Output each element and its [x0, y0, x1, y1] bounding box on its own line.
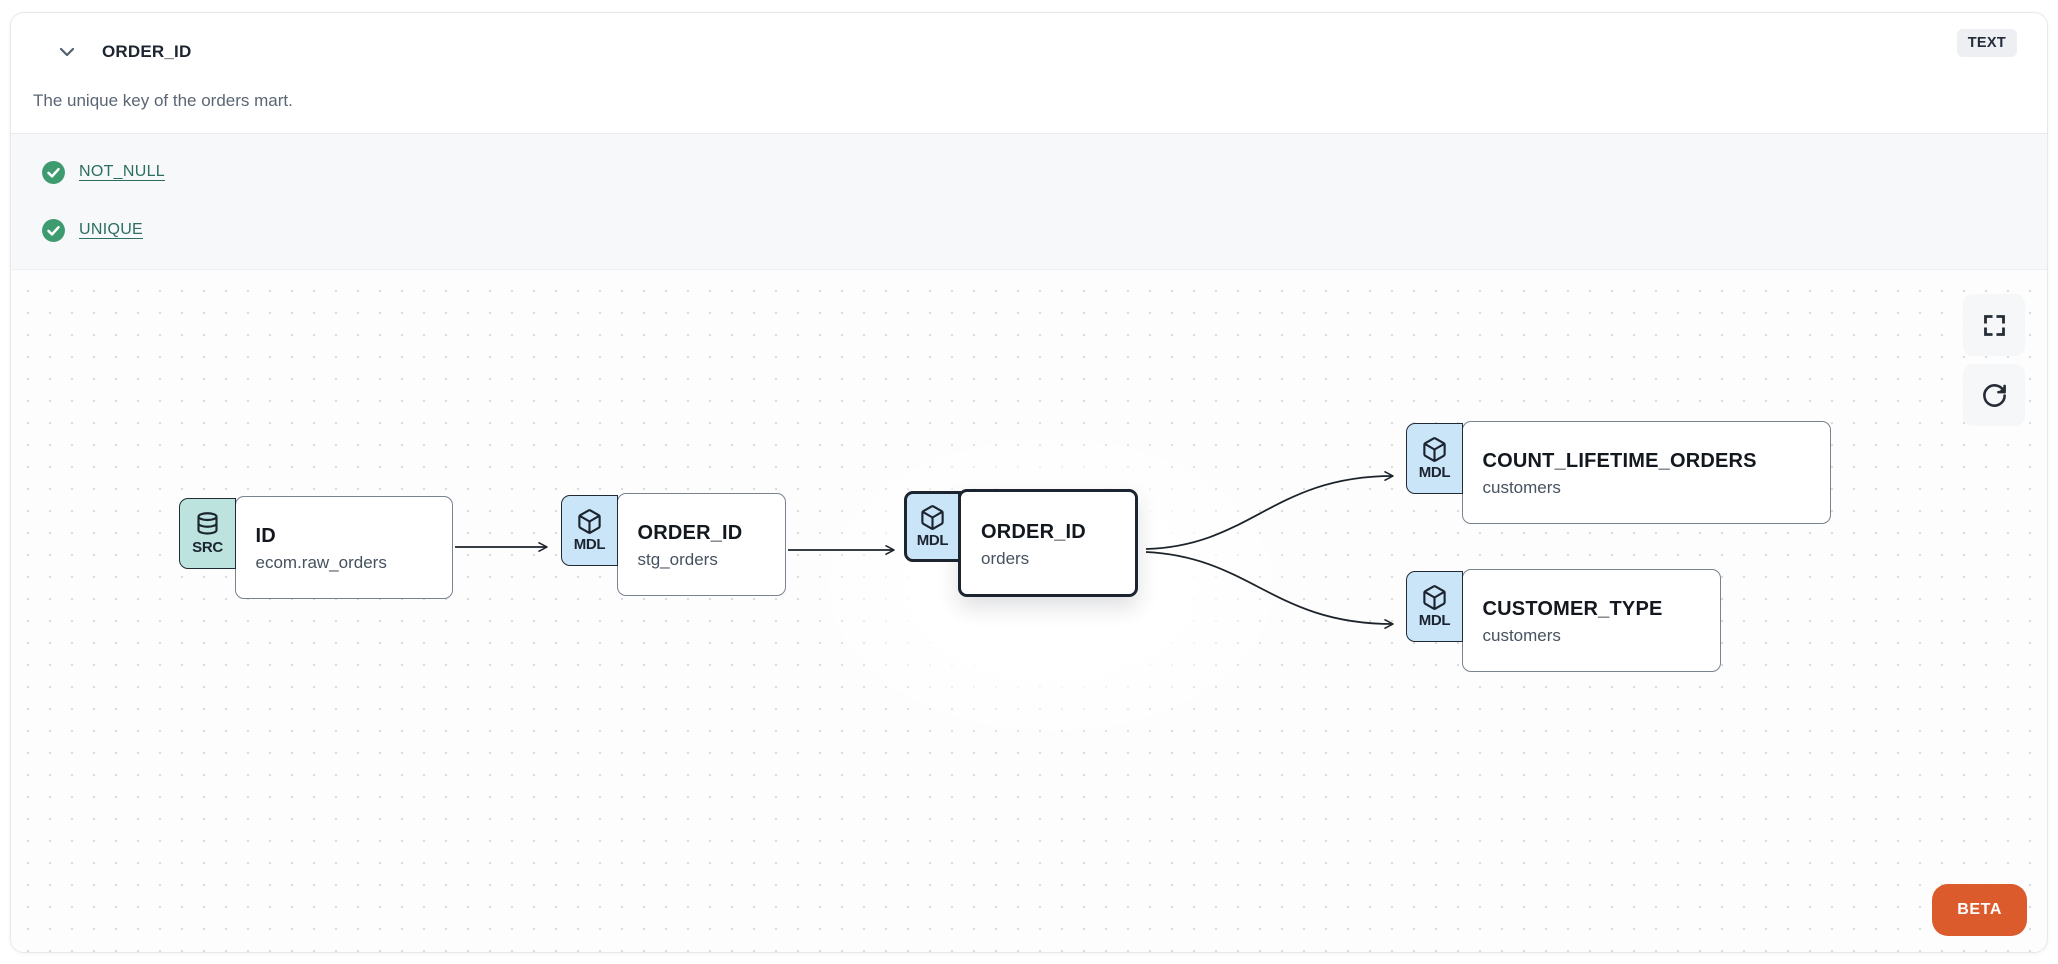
column-title: ORDER_ID [102, 42, 192, 61]
refresh-button[interactable] [1963, 364, 2025, 426]
cube-icon [578, 509, 601, 534]
edge-orders-to-count [1145, 471, 1394, 550]
beta-badge: BETA [1932, 884, 2027, 936]
cube-icon [1423, 437, 1446, 462]
lineage-node-stg-orders[interactable]: MDL ORDER_ID stg_orders [561, 493, 786, 596]
check-circle-icon [42, 218, 65, 242]
node-kind-label: MDL [1418, 464, 1451, 481]
column-details-card: ORDER_ID The unique key of the orders ma… [10, 12, 2048, 953]
cube-icon [921, 505, 944, 530]
node-title: ORDER_ID [981, 520, 1086, 543]
node-subtitle: orders [981, 548, 1030, 568]
node-kind-badge: MDL [904, 491, 961, 562]
fullscreen-icon [1983, 314, 2005, 336]
node-kind-label: MDL [1418, 612, 1451, 629]
node-kind-badge: MDL [1406, 423, 1463, 494]
database-icon [197, 512, 218, 535]
test-row: UNIQUE [41, 209, 2017, 251]
node-subtitle: customers [1482, 626, 1561, 645]
column-description: The unique key of the orders mart. [33, 91, 293, 110]
node-kind-label: MDL [916, 532, 949, 549]
node-title: ID [255, 525, 276, 547]
header: ORDER_ID The unique key of the orders ma… [11, 13, 2047, 133]
collapse-toggle-button[interactable] [54, 39, 80, 65]
node-subtitle: stg_orders [637, 550, 718, 569]
node-subtitle: customers [1482, 478, 1561, 497]
refresh-icon [1982, 383, 2006, 407]
lineage-node-orders-selected[interactable]: MDL ORDER_ID orders [904, 489, 1138, 597]
tests-section: NOT_NULL UNIQUE [11, 133, 2047, 269]
node-title: COUNT_LIFETIME_ORDERS [1482, 450, 1757, 472]
test-row: NOT_NULL [41, 151, 2017, 193]
node-kind-badge: SRC [179, 498, 236, 569]
lineage-node-source-id[interactable]: SRC ID ecom.raw_orders [179, 496, 453, 599]
chevron-down-icon [59, 47, 75, 57]
node-title: ORDER_ID [637, 522, 743, 544]
node-title: CUSTOMER_TYPE [1482, 598, 1663, 620]
lineage-canvas[interactable]: SRC ID ecom.raw_orders MDL ORDER_ID stg_… [11, 269, 2047, 952]
test-link-unique[interactable]: UNIQUE [79, 221, 144, 238]
lineage-node-customer-type[interactable]: MDL CUSTOMER_TYPE customers [1406, 569, 1721, 672]
node-kind-badge: MDL [561, 495, 618, 566]
lineage-edges [455, 471, 1394, 629]
data-type-badge: TEXT [1956, 29, 2017, 57]
test-link-not-null[interactable]: NOT_NULL [79, 163, 165, 180]
canvas-controls [1963, 294, 2025, 426]
edge-orders-to-customer-type [1145, 551, 1394, 629]
node-kind-label: MDL [573, 536, 606, 553]
node-kind-badge: MDL [1406, 571, 1463, 642]
node-kind-label: SRC [192, 539, 223, 556]
lineage-node-count-lifetime-orders[interactable]: MDL COUNT_LIFETIME_ORDERS customers [1406, 421, 1831, 524]
check-circle-icon [42, 160, 65, 184]
fullscreen-button[interactable] [1963, 294, 2025, 356]
node-subtitle: ecom.raw_orders [255, 553, 387, 572]
cube-icon [1423, 585, 1446, 610]
